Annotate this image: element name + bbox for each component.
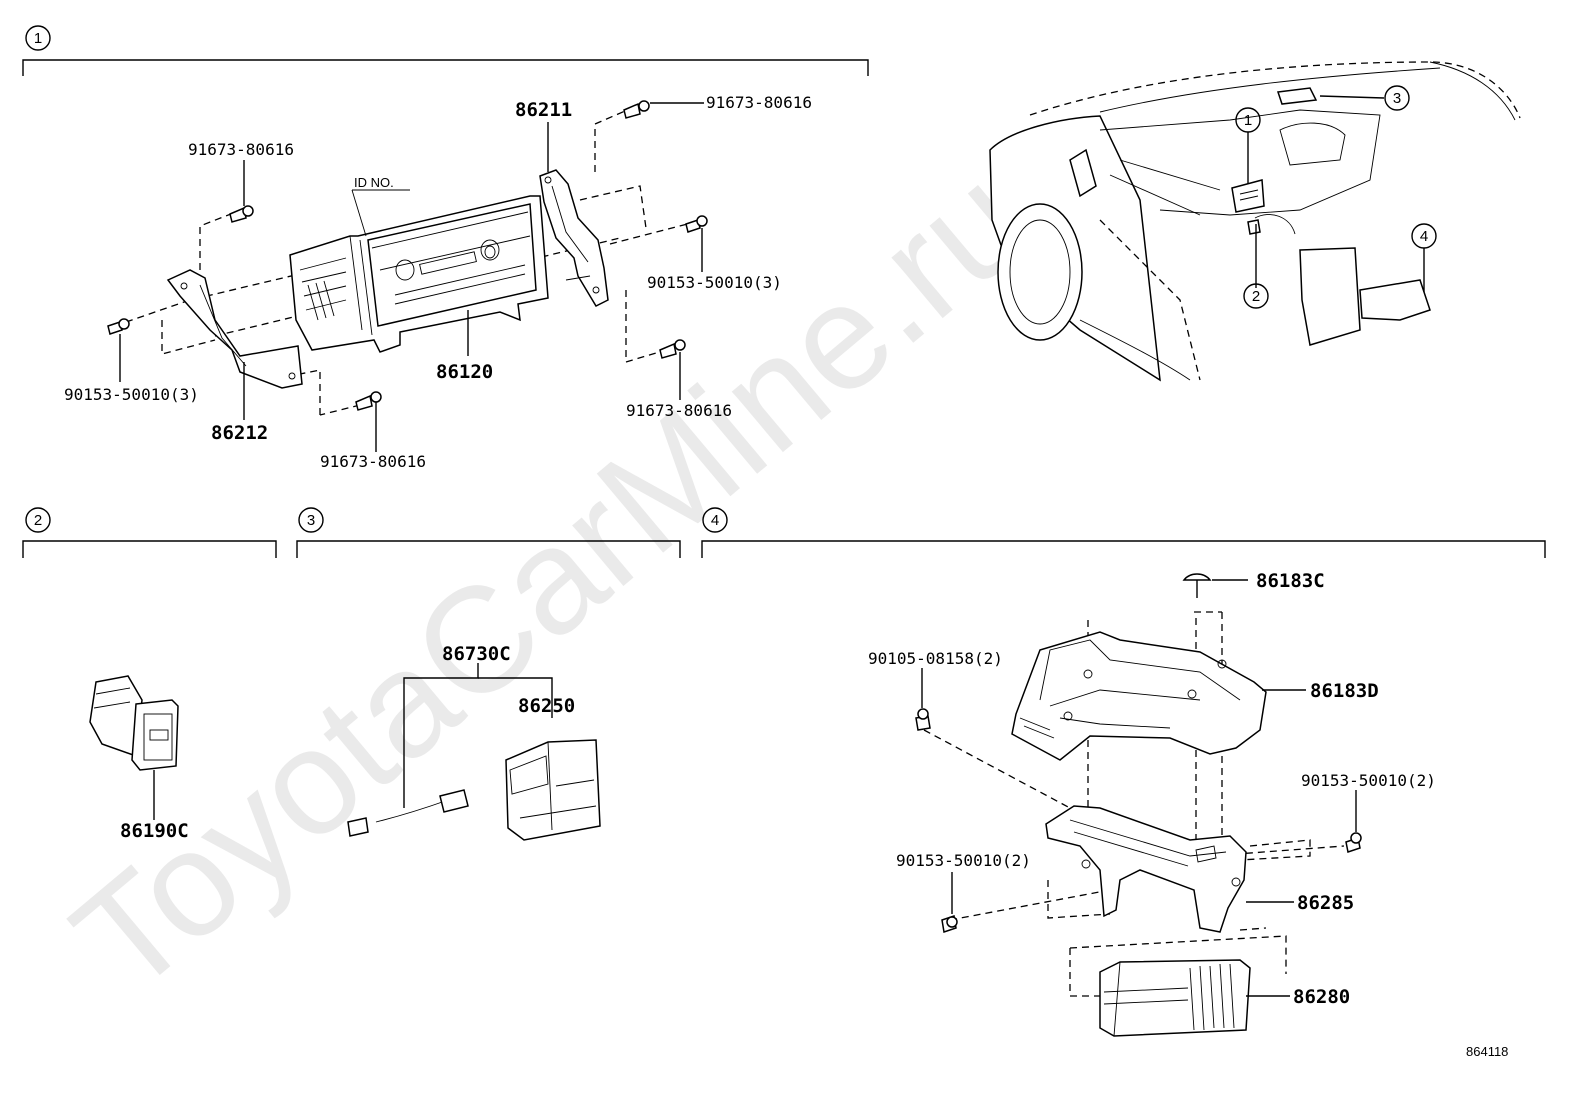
- overview-callout-2: [1243, 283, 1269, 309]
- label-86730c: 86730C: [442, 643, 511, 665]
- screw-91673-bottom-icon: [355, 391, 382, 411]
- label-screw-91673-top-left: 91673-80616: [188, 140, 294, 159]
- label-86280: 86280: [1293, 986, 1350, 1008]
- section-1-number: 1: [34, 30, 42, 47]
- overview-amplifier-icon: [1359, 279, 1431, 321]
- bracket-86211: [539, 169, 609, 307]
- section-4-header: 4: [701, 507, 1546, 558]
- section-3-number: 3: [307, 512, 315, 529]
- label-bolt-90153-right: 90153-50010(3): [647, 273, 782, 292]
- screw-91673-mid-right-icon: [659, 339, 686, 359]
- cover-86183d: [1011, 631, 1267, 761]
- overview-callout-3: [1384, 85, 1410, 111]
- overview-head-unit-icon: [1231, 179, 1265, 213]
- section-4-number: 4: [711, 512, 719, 529]
- bracket-86212: [166, 269, 303, 389]
- label-screw-91673-mid-right: 91673-80616: [626, 401, 732, 420]
- bolt-90153-left-icon: [941, 915, 958, 933]
- bolt-90105-top-icon: [915, 708, 931, 731]
- section-1-drawing: 91673-80616 ID NO. 86211 91673-80616 901…: [64, 93, 812, 471]
- overview-callout-4: [1411, 223, 1437, 249]
- clip-86183c-icon: [1182, 573, 1212, 598]
- bolt-90153-left-icon: [107, 318, 130, 335]
- section-1-header: 1: [22, 25, 869, 76]
- section-3-drawing: 86730C 86250: [347, 643, 601, 841]
- section-2-number: 2: [34, 512, 42, 529]
- label-86120: 86120: [436, 361, 493, 383]
- amplifier-86280: [1099, 959, 1251, 1037]
- diagram-code: 864118: [1466, 1044, 1508, 1059]
- bolt-90153-right-icon: [685, 215, 708, 233]
- overview-usb-icon: [1276, 87, 1318, 105]
- svg-text:4: 4: [1420, 228, 1428, 245]
- label-86183c: 86183C: [1256, 570, 1325, 592]
- section-4-drawing: 86183C 90105-08158(2) 86183D 90153-50010…: [868, 570, 1436, 1037]
- screw-91673-top-right-icon: [623, 100, 650, 119]
- vehicle-overview: 1 2 3 4: [989, 61, 1521, 382]
- label-bolt-90105: 90105-08158(2): [868, 649, 1003, 668]
- label-bolt-90153-right: 90153-50010(2): [1301, 771, 1436, 790]
- svg-text:2: 2: [1252, 288, 1260, 305]
- section-2-header: 2: [22, 507, 277, 558]
- screw-91673-top-left-icon: [229, 205, 254, 223]
- section-3-header: 3: [296, 507, 681, 558]
- label-86183d: 86183D: [1310, 680, 1379, 702]
- label-86285: 86285: [1297, 892, 1354, 914]
- section-2-drawing: 86190C: [89, 675, 189, 842]
- bracket-86285: [1045, 805, 1247, 933]
- bolt-90153-right-icon: [1345, 832, 1362, 853]
- label-86250: 86250: [518, 695, 575, 717]
- label-86190c: 86190C: [120, 820, 189, 842]
- watermark: ToyotaCarMine.ru: [43, 135, 1058, 1025]
- label-86211: 86211: [515, 99, 572, 121]
- overview-callout-1: [1235, 107, 1261, 133]
- label-screw-91673-top-right: 91673-80616: [706, 93, 812, 112]
- svg-text:3: 3: [1393, 90, 1401, 107]
- svg-text:1: 1: [1244, 112, 1252, 129]
- label-screw-91673-bottom: 91673-80616: [320, 452, 426, 471]
- label-86212: 86212: [211, 422, 268, 444]
- label-bolt-90153-left: 90153-50010(2): [896, 851, 1031, 870]
- label-bolt-90153-left: 90153-50010(3): [64, 385, 199, 404]
- head-unit-86120: [289, 195, 549, 353]
- label-id-no: ID NO.: [354, 175, 394, 190]
